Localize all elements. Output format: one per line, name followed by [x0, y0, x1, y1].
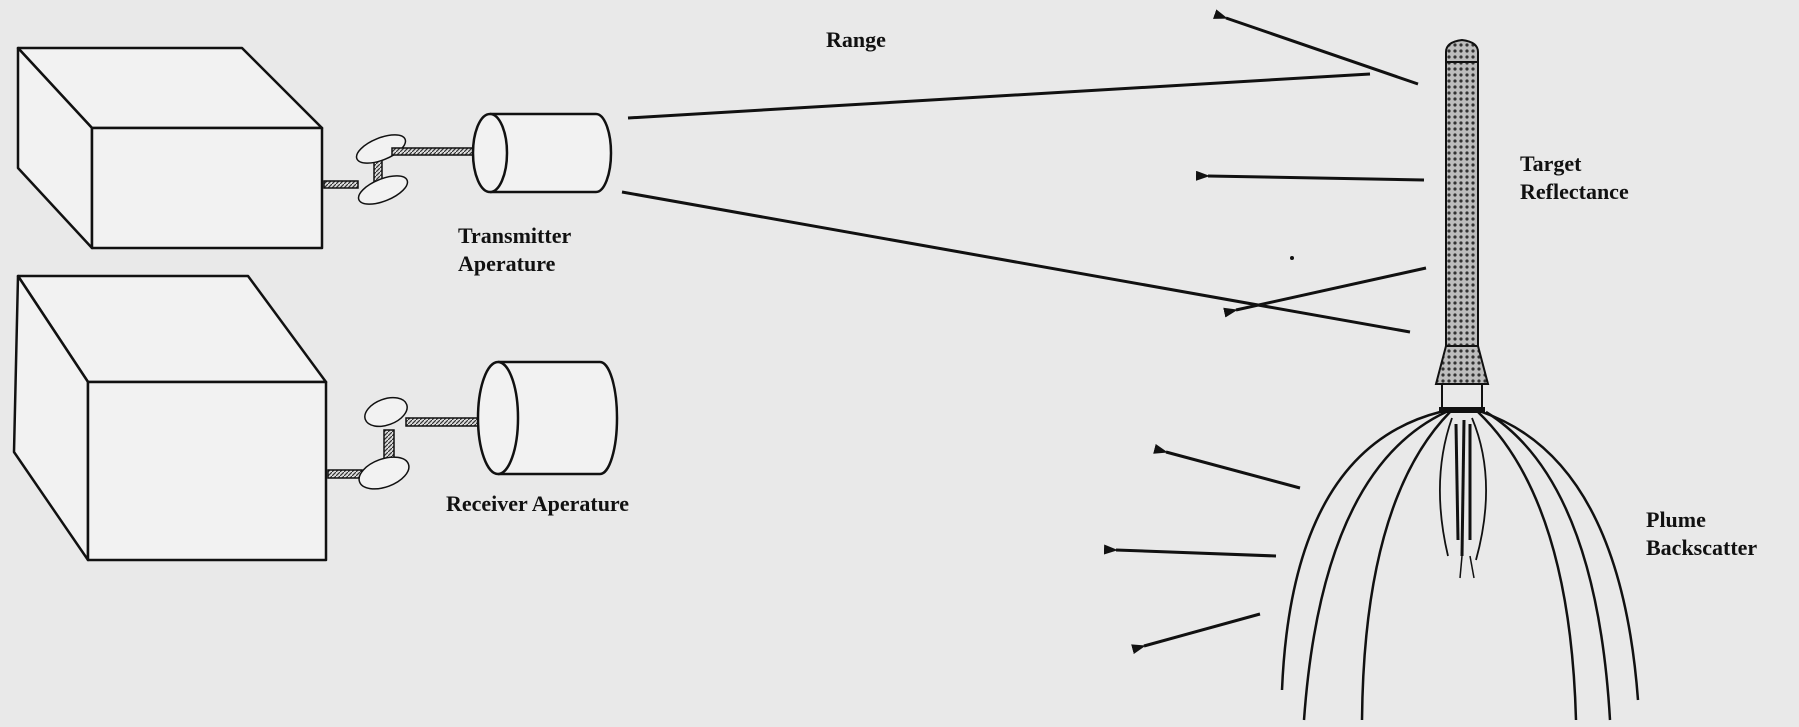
transmitted-beam — [621, 72, 1411, 334]
plume-label-line1: Plume — [1646, 507, 1706, 532]
plume — [1280, 410, 1640, 721]
transmitter-cylinder — [471, 112, 613, 194]
target-label-line1: Target — [1520, 151, 1582, 176]
speck — [1290, 256, 1294, 260]
plume-backscatter-label: Plume Backscatter — [1646, 506, 1757, 562]
target-reflectance-label: Target Reflectance — [1520, 150, 1629, 206]
receiver-aperature-label: Receiver Aperature — [446, 491, 630, 516]
plume-label-line2: Backscatter — [1646, 535, 1758, 560]
transmitter-label-line2: Aperature — [458, 251, 556, 276]
receiver-cylinder — [476, 360, 619, 476]
transmitter-box — [16, 46, 324, 250]
target-label-line2: Reflectance — [1520, 179, 1629, 204]
transmitter-label-line1: Transmitter — [458, 223, 572, 248]
receiver-optics — [327, 396, 495, 490]
target-reflectance-arrows — [1195, 9, 1427, 318]
transmitter-optics — [323, 134, 483, 205]
range-label: Range — [826, 27, 886, 52]
receiver-box — [12, 274, 328, 562]
plume-backscatter-arrows — [1103, 444, 1301, 655]
transmitter-aperature-label: Transmitter Aperature — [458, 222, 571, 278]
rocket — [1434, 38, 1490, 413]
